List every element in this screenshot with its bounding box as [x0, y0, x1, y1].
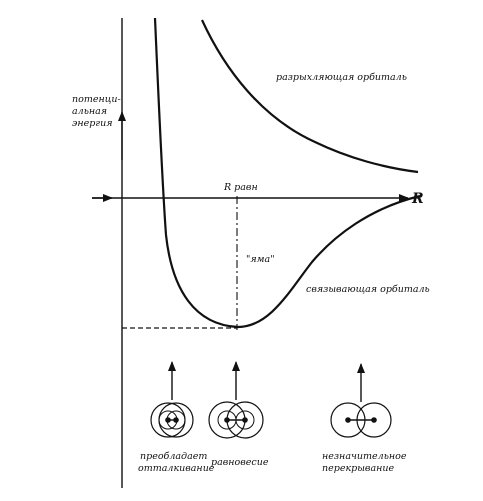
equilibrium-caption: равновесие: [211, 457, 269, 468]
energy-axis-label-1: потенци-: [72, 94, 121, 105]
repulsion-caption-1: преобладает: [140, 451, 207, 462]
weak-overlap-caption-2: перекрывание: [322, 463, 395, 474]
weak-overlap-atoms: [330, 402, 392, 438]
antibonding-curve: [201, 19, 419, 174]
repulsion-atoms: [150, 402, 194, 438]
r-axis-label: R: [411, 191, 424, 207]
equilibrium-atoms: [208, 401, 264, 439]
energy-axis-label-2: альная: [72, 106, 107, 117]
antibonding-label: разрыхляющая орбиталь: [276, 72, 407, 83]
r-equilibrium-label: R равн: [223, 182, 258, 193]
weak-overlap-caption-1: незначительное: [322, 451, 407, 462]
bonding-curve: [153, 17, 421, 329]
energy-axis-label-3: энергия: [72, 118, 113, 129]
bonding-label: связывающая орбиталь: [306, 284, 430, 295]
repulsion-caption-2: отталкивание: [138, 463, 215, 474]
well-label: "яма": [246, 254, 275, 265]
